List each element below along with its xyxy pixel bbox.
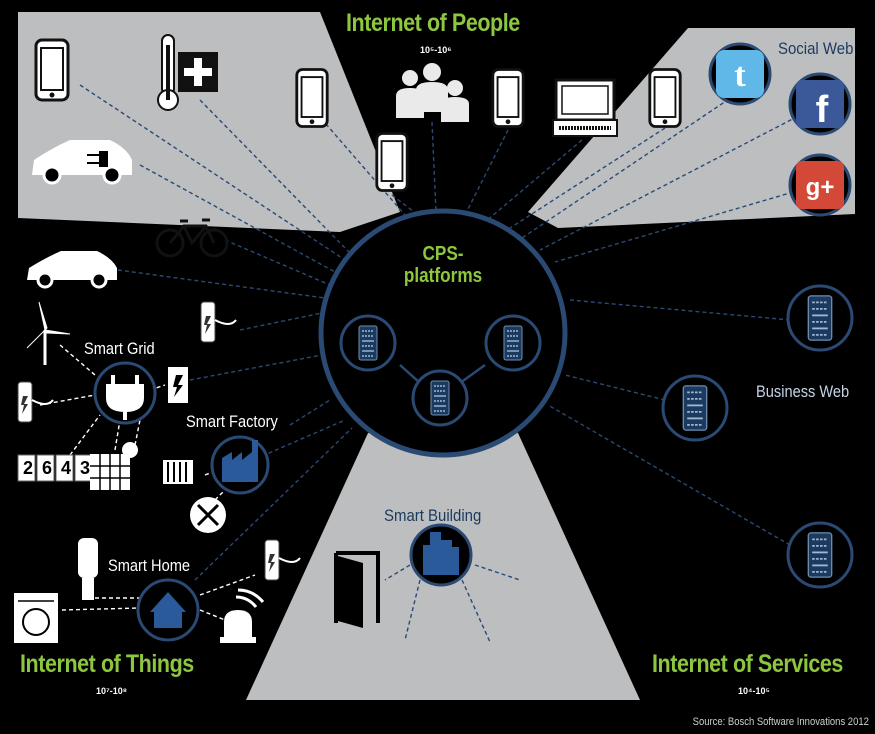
svg-text:t: t — [734, 57, 746, 94]
people-panel-left — [18, 12, 400, 232]
twitter-icon[interactable]: t — [708, 42, 772, 106]
people-group-icon — [396, 63, 469, 122]
smartphone-icon — [295, 68, 329, 128]
smart-building-label: Smart Building — [384, 506, 482, 525]
thermometer-icon — [157, 34, 179, 111]
hub-label-line1: CPS- — [422, 243, 464, 265]
battery-icon — [168, 367, 188, 403]
things-title: Internet of Things — [20, 650, 194, 678]
barcode-icon — [163, 460, 193, 484]
solar-panel-icon — [90, 442, 138, 490]
charging-station-icon — [264, 539, 301, 581]
facebook-icon[interactable]: f — [788, 72, 852, 136]
smart-factory-label: Smart Factory — [186, 412, 278, 431]
people-title: Internet of People — [346, 9, 520, 37]
business-web-label: Business Web — [756, 382, 850, 401]
alarm-light-icon — [220, 588, 265, 643]
cps-hub-circle — [318, 208, 568, 458]
smartphone-icon — [34, 38, 70, 102]
hub-label-line2: platforms — [403, 265, 483, 287]
smartphone-icon — [491, 68, 525, 128]
google-plus-icon[interactable]: g+ — [788, 153, 852, 217]
wind-turbine-icon — [26, 301, 71, 365]
smart-grid-label: Smart Grid — [84, 339, 155, 358]
washing-machine-icon — [14, 593, 58, 643]
svg-text:f: f — [816, 89, 829, 131]
light-bulb-icon — [78, 538, 98, 600]
smart-home-label: Smart Home — [108, 556, 191, 575]
social-web-label: Social Web — [778, 39, 854, 58]
meter-digit: 4 — [61, 458, 72, 478]
people-devices — [34, 38, 682, 192]
first-aid-icon — [178, 52, 218, 92]
smart-building-hub — [409, 523, 473, 587]
smartphone-icon — [375, 132, 409, 192]
people-panel-right — [528, 28, 855, 228]
meter-digit: 2 — [23, 458, 34, 478]
services-title: Internet of Services — [652, 650, 843, 678]
meter-digit: 6 — [42, 458, 53, 478]
door-icon — [334, 551, 380, 628]
charging-station-icon — [200, 301, 237, 343]
things-range: 10⁷-10⁸ — [96, 686, 127, 696]
meter-digit: 3 — [80, 458, 91, 478]
svg-text:g+: g+ — [806, 174, 835, 201]
bicycle-icon — [155, 218, 229, 258]
laptop-icon — [552, 78, 618, 137]
source-credit: Source: Bosch Software Innovations 2012 — [692, 716, 869, 728]
connector-lines — [79, 84, 811, 643]
local-links — [39, 344, 256, 621]
tools-icon — [190, 497, 226, 533]
hub-server-links — [399, 363, 486, 385]
electric-meter-icon — [17, 454, 93, 482]
people-range: 10⁵-10⁶ — [420, 45, 452, 55]
charging-station-icon — [17, 381, 54, 423]
business-servers — [661, 284, 854, 589]
hub-servers — [339, 314, 542, 427]
smart-factory-hub — [210, 435, 270, 495]
electric-car-icon — [27, 251, 117, 289]
services-range: 10⁴-10⁵ — [738, 686, 770, 696]
smartphone-icon — [648, 68, 682, 128]
electric-car-icon — [32, 140, 132, 185]
smart-grid-hub — [93, 361, 157, 425]
smart-home-hub — [136, 578, 200, 642]
